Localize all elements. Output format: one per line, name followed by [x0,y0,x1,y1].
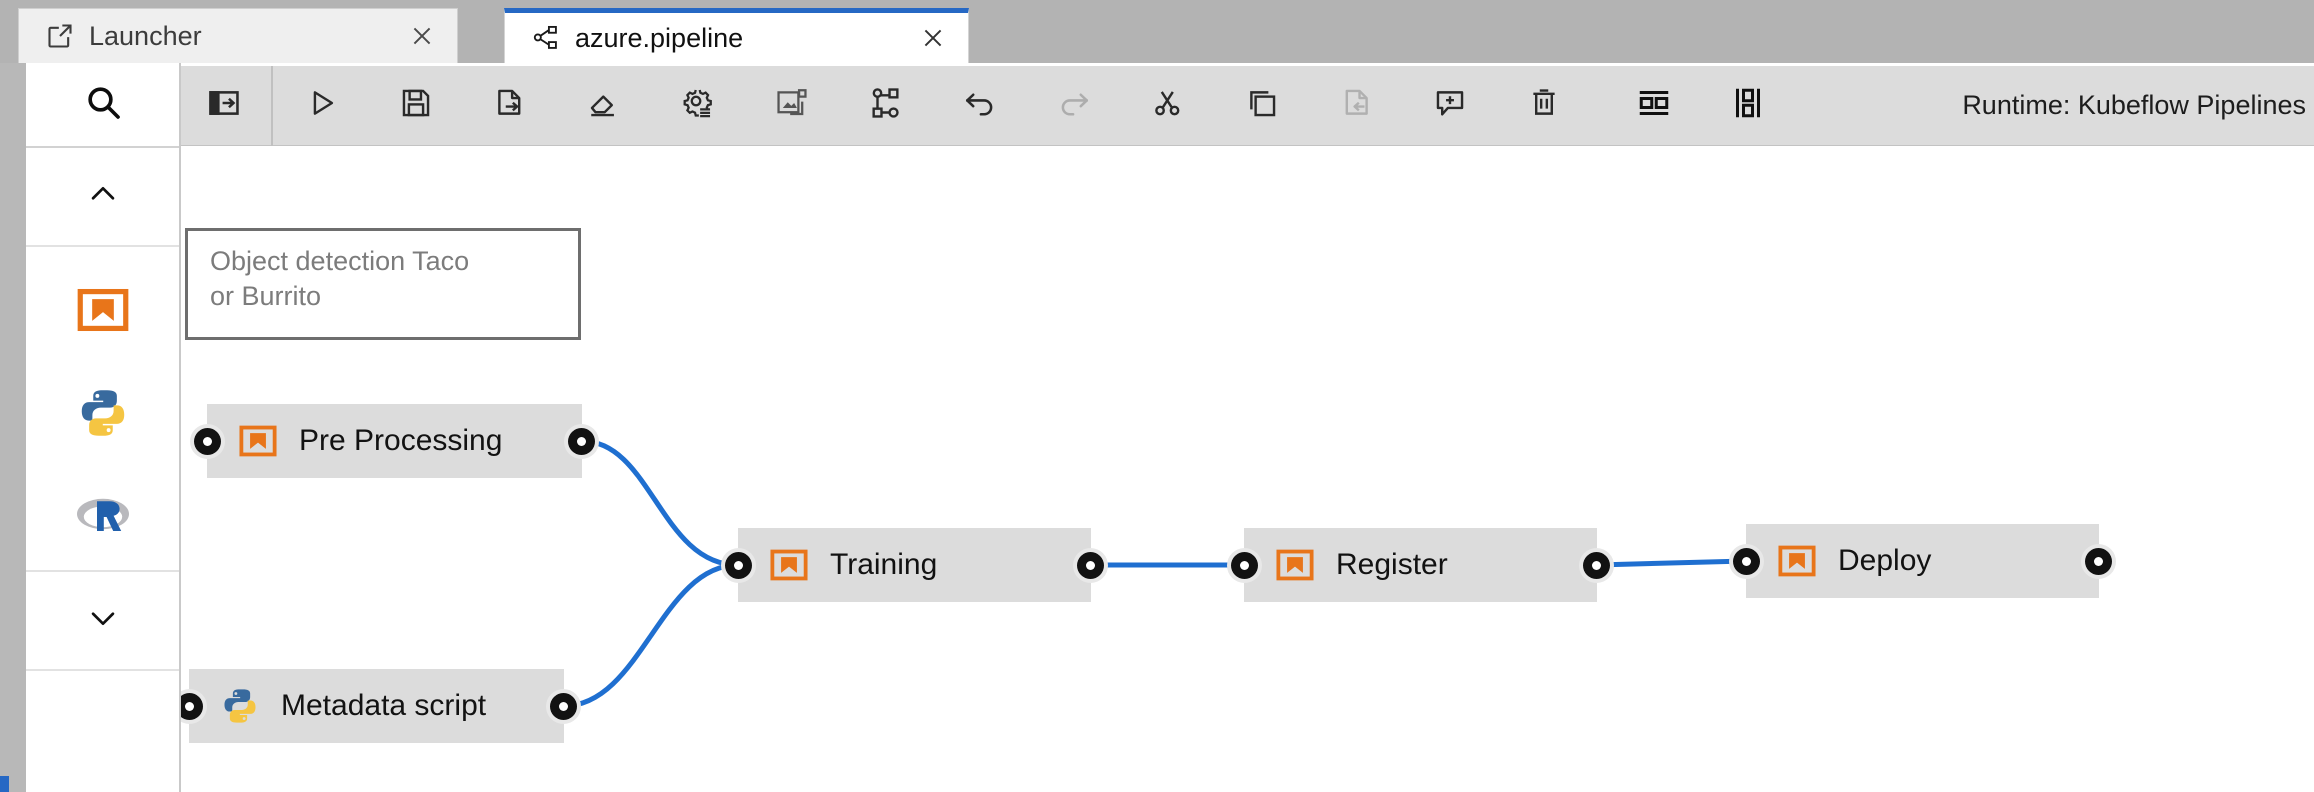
pipeline-node-pre-processing[interactable]: Pre Processing [194,404,595,478]
pipeline-icon [531,23,561,53]
pipeline-node-register[interactable]: Register [1231,528,1610,602]
export-pipeline-button[interactable] [479,66,541,146]
r-icon [75,490,131,547]
gear-list-icon [681,86,715,125]
close-icon[interactable] [405,19,439,53]
play-icon [305,86,339,125]
node-output-port[interactable] [550,693,577,720]
chevron-up-icon [86,177,120,216]
node-label: Register [1336,548,1448,581]
notebook-icon [239,422,277,460]
undo-button[interactable] [949,66,1011,146]
chevron-down-icon [86,601,120,640]
image-panel-icon [775,86,809,125]
arrange-vertical-icon [1730,85,1766,126]
tab-azure-pipeline[interactable]: azure.pipeline [504,8,969,63]
notebook-icon [1276,546,1314,584]
toggle-palette-button[interactable] [193,66,255,146]
save-floppy-icon [399,86,433,125]
palette-sidebar [26,63,181,792]
pipeline-properties-button[interactable] [667,66,729,146]
panel-open-icon [207,86,241,125]
launcher-icon [45,21,75,51]
tab-bar: Launcher azure.pipeline [0,0,2314,63]
toolbar-separator [271,65,273,146]
window-left-rail [0,63,26,792]
toggle-open-panel-button[interactable] [761,66,823,146]
node-cluster-icon [869,86,903,125]
tab-launcher[interactable]: Launcher [18,8,458,63]
node-input-port[interactable] [181,693,203,720]
node-label: Training [830,548,938,581]
palette-item-python[interactable] [26,364,179,467]
comment-plus-icon [1433,86,1467,125]
scissors-icon [1151,86,1185,125]
python-icon [77,387,129,444]
trash-icon [1527,86,1561,125]
redo-icon [1056,85,1092,126]
pipeline-node-deploy[interactable]: Deploy [1733,524,2112,598]
arrange-nodes-button[interactable] [855,66,917,146]
notebook-icon [1778,542,1816,580]
node-output-port[interactable] [1077,552,1104,579]
node-output-port[interactable] [2085,548,2112,575]
search-icon [83,82,123,127]
eraser-icon [587,86,621,125]
undo-icon [962,85,998,126]
arrange-horizontal-button[interactable] [1623,66,1685,146]
python-icon [221,687,259,725]
comment-text: Object detection Taco or Burrito [210,246,470,311]
pipeline-canvas[interactable]: Object detection Taco or Burrito Pre Pro… [181,146,2314,792]
node-input-port[interactable] [725,552,752,579]
arrange-horizontal-icon [1636,85,1672,126]
delete-button[interactable] [1513,66,1575,146]
save-pipeline-button[interactable] [385,66,447,146]
palette-item-r[interactable] [26,467,179,570]
palette-item-notebook[interactable] [26,261,179,364]
tab-label: azure.pipeline [575,22,744,53]
pipeline-node-training[interactable]: Training [725,528,1104,602]
copy-icon [1245,86,1279,125]
pipeline-edge [1594,558,1749,568]
pipeline-edge [579,438,741,568]
redo-button[interactable] [1043,66,1105,146]
add-comment-button[interactable] [1419,66,1481,146]
cut-button[interactable] [1137,66,1199,146]
node-input-port[interactable] [1733,548,1760,575]
node-input-port[interactable] [194,428,221,455]
run-pipeline-button[interactable] [291,66,353,146]
runtime-label: Runtime: Kubeflow Pipelines [1962,90,2306,120]
node-label: Deploy [1838,544,1932,577]
clear-pipeline-button[interactable] [573,66,635,146]
export-icon [493,86,527,125]
pipeline-edge [561,562,741,709]
pipeline-toolbar: Runtime: Kubeflow Pipelines [181,65,2314,146]
pipeline-node-metadata-script[interactable]: Metadata script [181,669,577,743]
node-label: Pre Processing [299,424,503,457]
rail-active-marker [0,776,9,792]
palette-collapse-down-button[interactable] [26,570,179,671]
search-button[interactable] [26,63,179,148]
node-output-port[interactable] [568,428,595,455]
palette-collapse-up-button[interactable] [26,148,179,247]
copy-button[interactable] [1231,66,1293,146]
notebook-icon [770,546,808,584]
tab-label: Launcher [89,20,202,51]
close-icon[interactable] [916,21,950,55]
paste-icon [1339,86,1373,125]
node-input-port[interactable] [1231,552,1258,579]
pipeline-comment[interactable]: Object detection Taco or Burrito [185,228,581,340]
paste-button[interactable] [1325,66,1387,146]
notebook-icon [77,284,129,341]
node-output-port[interactable] [1583,552,1610,579]
palette-item-list [26,247,179,570]
arrange-vertical-button[interactable] [1717,66,1779,146]
node-label: Metadata script [281,689,487,722]
